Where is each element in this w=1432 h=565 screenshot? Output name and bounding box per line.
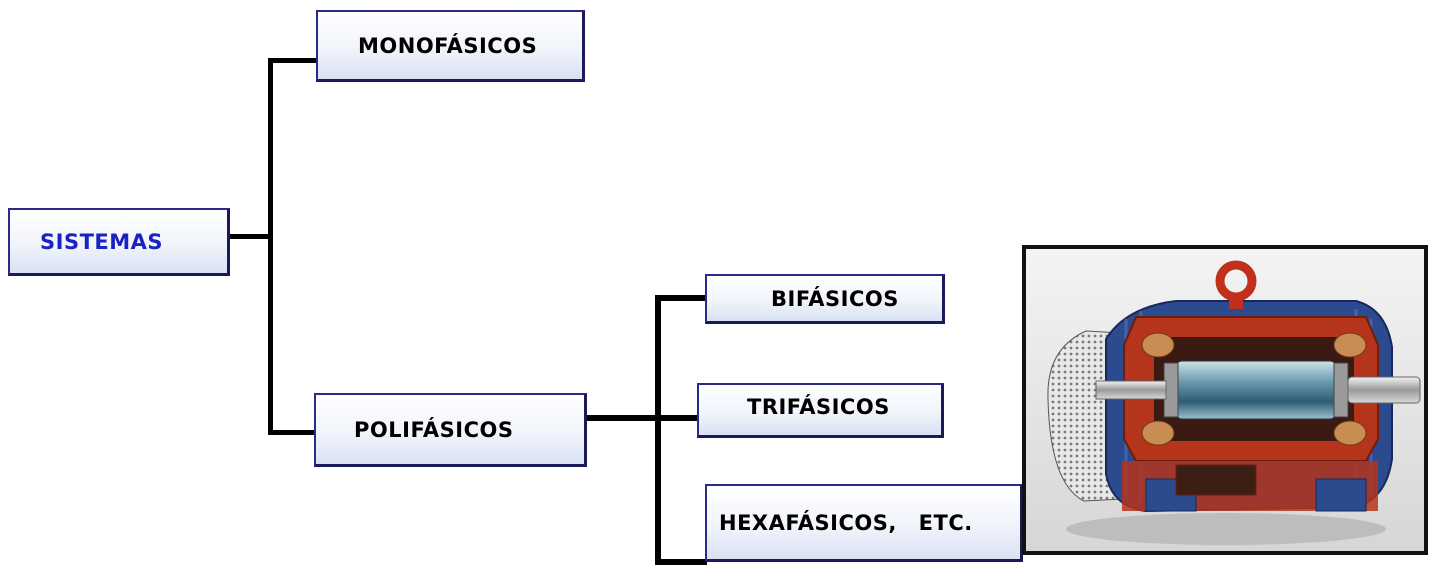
node-trifasicos-label: TRIFÁSICOS — [747, 395, 890, 419]
connector-to-monofasicos — [268, 58, 320, 63]
node-trifasicos: TRIFÁSICOS — [697, 383, 944, 438]
connector-to-bifasicos — [655, 295, 707, 301]
node-bifasicos-label: BIFÁSICOS — [771, 286, 899, 311]
connector-root-trunk — [268, 58, 273, 435]
node-sistemas-label: SISTEMAS — [40, 229, 164, 254]
connector-root-stub — [229, 234, 270, 239]
cutaway-motor-illustration — [1026, 249, 1424, 551]
connector-to-hexafasicos — [655, 559, 707, 565]
node-monofasicos: MONOFÁSICOS — [316, 10, 585, 82]
connector-sub-trunk — [655, 295, 661, 565]
node-hexafasicos: HEXAFÁSICOS, ETC. — [705, 484, 1023, 562]
node-polifasicos-label: POLIFÁSICOS — [354, 417, 514, 442]
node-sistemas: SISTEMAS — [8, 208, 230, 276]
node-bifasicos: BIFÁSICOS — [705, 274, 945, 324]
connector-to-polifasicos — [268, 430, 318, 435]
motor-image — [1022, 245, 1428, 555]
node-polifasicos: POLIFÁSICOS — [314, 393, 587, 467]
connector-polifasicos-stub — [586, 415, 712, 421]
node-monofasicos-label: MONOFÁSICOS — [358, 33, 538, 58]
node-hexafasicos-label: HEXAFÁSICOS, ETC. — [719, 510, 973, 535]
